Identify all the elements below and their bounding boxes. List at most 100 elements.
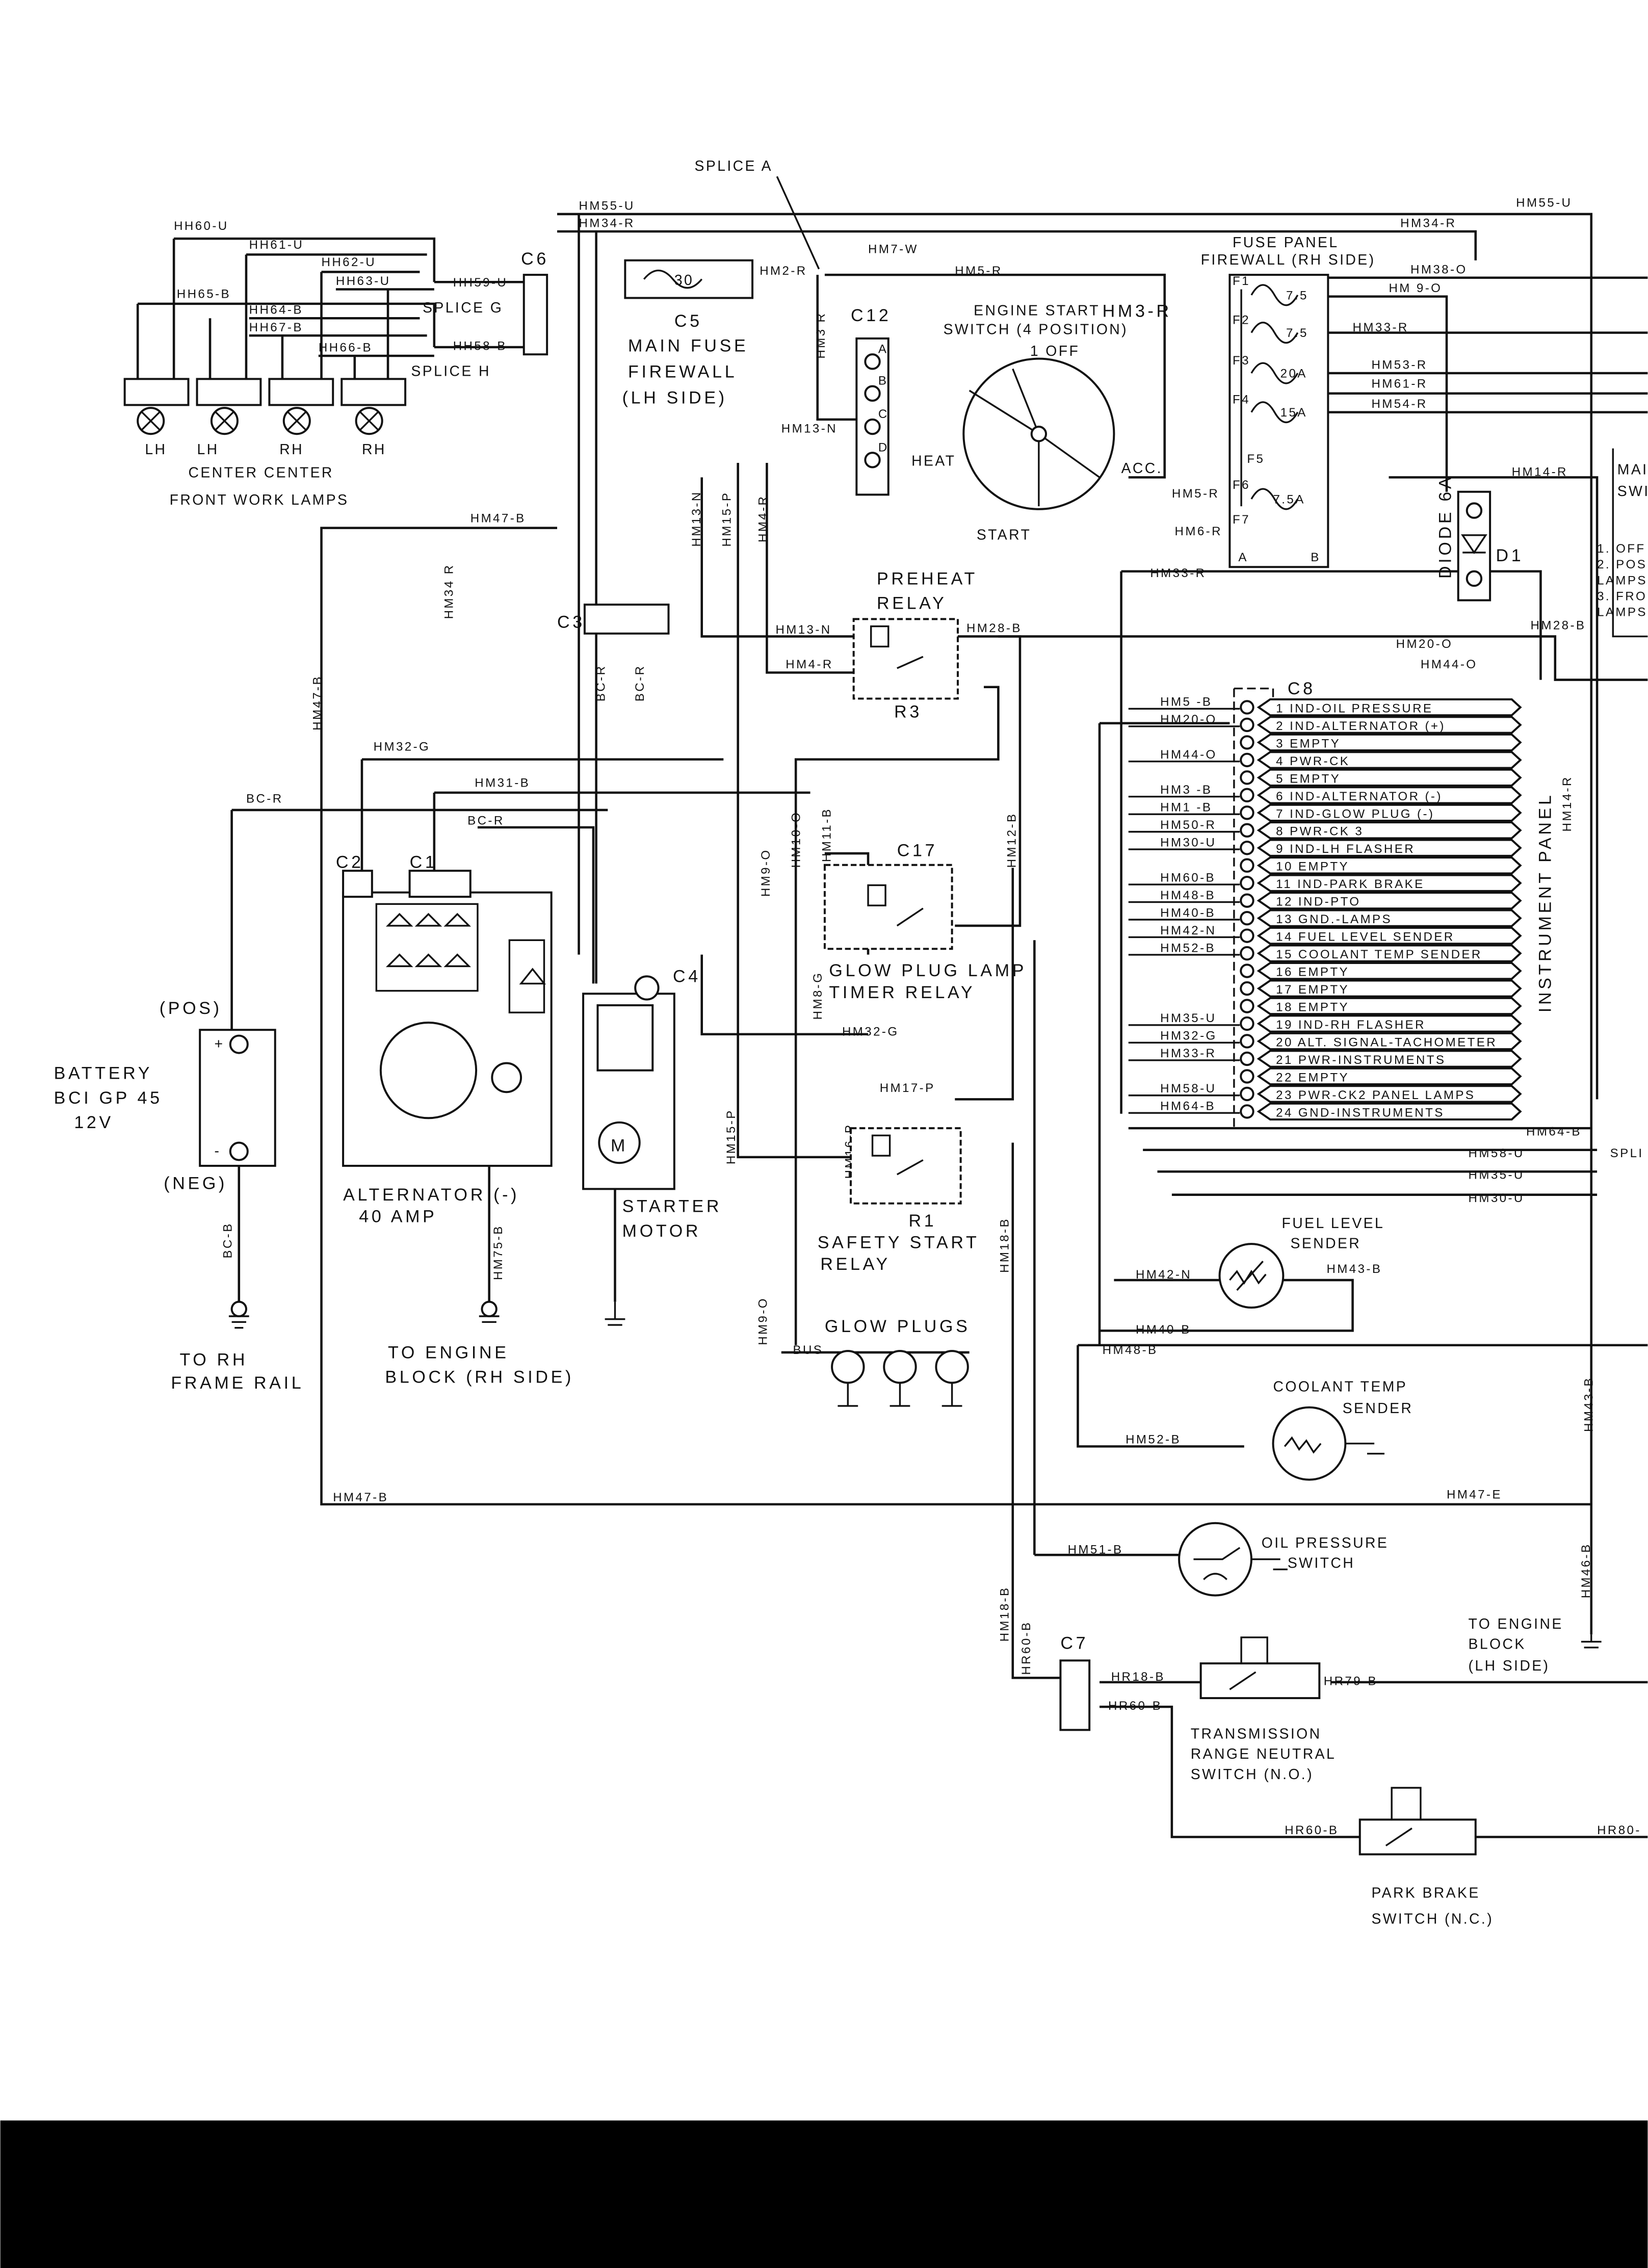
- wire-label: HM14-R: [1512, 465, 1568, 479]
- svg-text:C4: C4: [673, 967, 701, 986]
- battery: + - (POS) (NEG) BATTERY BCI GP 45 12V: [54, 999, 276, 1193]
- svg-text:TO ENGINE: TO ENGINE: [1469, 1616, 1563, 1632]
- svg-text:FIREWALL: FIREWALL: [628, 362, 737, 382]
- wire-label: HM31-B: [475, 776, 530, 790]
- svg-text:BC-R: BC-R: [594, 665, 608, 702]
- wire-label: HM3 R: [814, 312, 828, 359]
- transmission-neutral-switch: C7 HR18-B HR60-B HR79-B TRANSMISSION RAN…: [1059, 1634, 1378, 1783]
- svg-text:ALTERNATOR (-): ALTERNATOR (-): [343, 1185, 519, 1205]
- pin-socket: [1240, 805, 1254, 820]
- svg-text:FRAME RAIL: FRAME RAIL: [171, 1373, 304, 1393]
- diode-d1: DIODE 6A D1: [1436, 475, 1521, 602]
- svg-text:M: M: [611, 1136, 628, 1156]
- pin-label: 16 EMPTY: [1276, 966, 1349, 979]
- c8-pin-row: 10 EMPTY: [1240, 856, 1522, 875]
- pin-socket: [1240, 963, 1254, 978]
- svg-text:2. POS: 2. POS: [1597, 558, 1647, 571]
- svg-text:RANGE NEUTRAL: RANGE NEUTRAL: [1191, 1746, 1336, 1762]
- fuse-icon: [1250, 322, 1299, 344]
- c8-pin-row: 5 EMPTY: [1240, 768, 1522, 787]
- right-wires: HM64-B HM58-U HM35-U HM30-U SPLI: [1469, 1125, 1642, 1205]
- svg-text:MAI: MAI: [1617, 462, 1648, 478]
- svg-text:7.5: 7.5: [1286, 289, 1309, 302]
- wire-label: HM35-U: [1160, 1011, 1216, 1025]
- pin-label: 3 EMPTY: [1276, 737, 1341, 750]
- svg-text:MOTOR: MOTOR: [622, 1221, 701, 1241]
- svg-text:C8: C8: [1288, 679, 1316, 698]
- pin-label-box: [1257, 856, 1522, 875]
- pin-label: 12 IND-PTO: [1276, 895, 1361, 909]
- svg-text:PREHEAT: PREHEAT: [877, 569, 978, 588]
- ground-symbols: TO RH FRAME RAIL TO ENGINE BLOCK (RH SID…: [171, 1300, 1602, 1674]
- c8-pin-row: 22 EMPTY: [1240, 1067, 1522, 1086]
- oil-pressure-switch: HM47-E HM47-B HM51-B OIL PRESSURE SWITCH: [333, 1488, 1502, 1597]
- pin-label-box: [1257, 751, 1522, 769]
- pin-label-box: [1257, 1050, 1522, 1068]
- svg-text:OIL PRESSURE: OIL PRESSURE: [1262, 1535, 1389, 1551]
- svg-text:LAMPS: LAMPS: [1597, 606, 1647, 619]
- wire-label: HM53-R: [1371, 358, 1427, 372]
- wire-label: HM47-E: [1447, 1488, 1502, 1502]
- svg-text:C17: C17: [897, 841, 937, 861]
- wire-label: HM58-U: [1160, 1082, 1216, 1096]
- wire-label: HM43-B: [1326, 1262, 1382, 1276]
- wire-label: HM20-O: [1396, 637, 1453, 651]
- svg-text:PARK BRAKE: PARK BRAKE: [1371, 1885, 1480, 1901]
- svg-text:HM3-R: HM3-R: [1103, 301, 1172, 321]
- pin-label: 8 PWR-CK 3: [1276, 825, 1364, 839]
- svg-text:HM18-B: HM18-B: [998, 1586, 1011, 1642]
- svg-text:HM11-B: HM11-B: [820, 807, 833, 862]
- starter-motor: M C4 STARTER MOTOR: [582, 967, 719, 1241]
- svg-text:C5: C5: [674, 311, 702, 331]
- svg-text:TO ENGINE: TO ENGINE: [388, 1343, 509, 1362]
- wire-label: HH59-U: [453, 276, 508, 290]
- pin-label-box: [1257, 839, 1522, 857]
- wire-label: HM7-W: [868, 243, 919, 256]
- splice-g-label: SPLICE G: [423, 300, 503, 316]
- park-brake-switch: HR60-B HR80- PARK BRAKE SWITCH (N.C.): [1285, 1787, 1639, 1927]
- wire-label: HH58-B: [453, 340, 507, 353]
- wire-label: HM6-R: [1175, 525, 1222, 538]
- lamp-caption: CENTER CENTER: [188, 464, 333, 481]
- pin-label: 5 EMPTY: [1276, 772, 1341, 786]
- svg-text:HM12-B: HM12-B: [1005, 813, 1018, 868]
- svg-text:RELAY: RELAY: [877, 594, 947, 613]
- wire-label: HM33-R: [1150, 566, 1206, 580]
- wire-label: HM51-B: [1068, 1543, 1123, 1556]
- svg-text:HM46-B: HM46-B: [1579, 1543, 1593, 1598]
- lamp-icon: [137, 407, 165, 435]
- svg-text:BATTERY: BATTERY: [54, 1064, 153, 1083]
- lamp-icon: [355, 407, 383, 435]
- pin-label-box: [1257, 768, 1522, 787]
- svg-text:B: B: [1311, 551, 1321, 564]
- svg-text:HM4-R: HM4-R: [756, 495, 770, 542]
- fuel-level-sender: FUEL LEVEL SENDER HM42-N HM43-B HM40-B H…: [1103, 1215, 1383, 1357]
- wire-label: HM28-B: [1531, 618, 1586, 632]
- svg-text:MAIN FUSE: MAIN FUSE: [628, 336, 748, 355]
- pin-label: 11 IND-PARK BRAKE: [1276, 877, 1424, 891]
- glow-plug-timer-relay-c17: C17 GLOW PLUG LAMP TIMER RELAY: [823, 841, 1024, 1002]
- fuse-icon: [1250, 488, 1299, 510]
- pin-label-box: [1257, 716, 1522, 734]
- wire-label: HR79-B: [1324, 1675, 1378, 1688]
- svg-text:SWITCH (N.O.): SWITCH (N.O.): [1191, 1766, 1314, 1783]
- svg-text:BC-B: BC-B: [221, 1222, 235, 1258]
- svg-text:TO RH: TO RH: [179, 1350, 248, 1369]
- pin-socket: [1240, 700, 1254, 715]
- svg-text:HM35-U: HM35-U: [1469, 1168, 1525, 1182]
- svg-text:7.5A: 7.5A: [1273, 492, 1305, 506]
- wire-label: HM5 -B: [1160, 695, 1212, 709]
- wire-label: HM47-B: [470, 511, 526, 525]
- svg-text:START: START: [977, 527, 1031, 543]
- wire-label: HM34-R: [1400, 216, 1456, 230]
- pin-label: 10 EMPTY: [1276, 860, 1349, 874]
- wire-label: HM20-O: [1160, 713, 1217, 726]
- pin-label: 17 EMPTY: [1276, 983, 1349, 997]
- pin-socket: [1240, 788, 1254, 803]
- pin-socket: [1240, 893, 1254, 908]
- pin-label: 22 EMPTY: [1276, 1071, 1349, 1084]
- wire-label: HH67-B: [249, 321, 303, 334]
